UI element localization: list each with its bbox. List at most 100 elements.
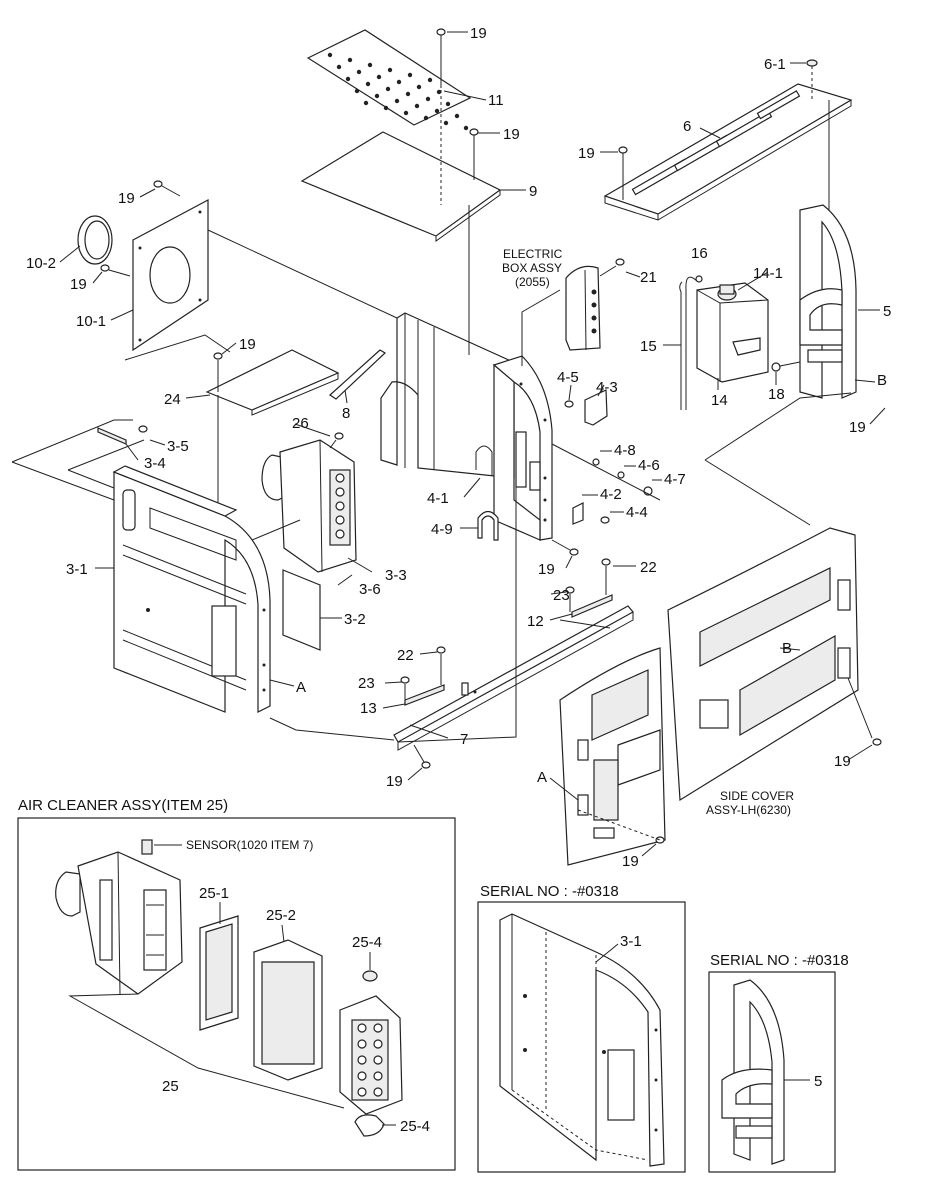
part-3-1-frame <box>112 465 271 713</box>
air-cleaner-box <box>17 817 456 1171</box>
part-24-plate <box>205 349 340 540</box>
callout-25-2: 25-2 <box>266 907 296 924</box>
callout-18: 18 <box>768 386 785 403</box>
callout-23-a: 23 <box>553 587 570 604</box>
callout-4-3: 4-3 <box>596 379 618 396</box>
part-4-2-4-4 <box>572 502 610 525</box>
callout-15: 15 <box>640 338 657 355</box>
part-6-channel <box>603 59 853 221</box>
callout-25-1: 25-1 <box>199 885 229 902</box>
callout-22-a: 22 <box>640 559 657 576</box>
perforation-hole <box>363 100 369 106</box>
callout-24: 24 <box>164 391 181 408</box>
callout-4-4: 4-4 <box>626 504 648 521</box>
callout-25-4-top: 25-4 <box>352 934 382 951</box>
callout-3-1: 3-1 <box>66 561 88 578</box>
part-25-2-filter <box>253 924 323 1081</box>
serial-frame-3-1 <box>499 913 665 1167</box>
air-cleaner-main <box>261 432 357 573</box>
perforation-hole <box>434 108 440 114</box>
bolt-19-rail <box>413 744 431 769</box>
part-12-bracket <box>565 558 613 618</box>
callout-B-upper: B <box>877 372 887 389</box>
callout-3-5: 3-5 <box>167 438 189 455</box>
air-cleaner-housing <box>55 839 183 995</box>
callout-23-b: 23 <box>358 675 375 692</box>
callout-4-2: 4-2 <box>600 486 622 503</box>
side-cover-right-door <box>655 527 882 844</box>
part-13-bracket <box>400 646 446 706</box>
callout-4-8: 4-8 <box>614 442 636 459</box>
perforation-hole <box>427 77 433 83</box>
part-14-tank <box>679 275 801 410</box>
callout-19-a: 19 <box>470 25 487 42</box>
callout-3-3: 3-3 <box>385 567 407 584</box>
callout-22-b: 22 <box>397 647 414 664</box>
electric-box-caption-1: ELECTRIC <box>503 247 563 261</box>
part-8-bar <box>329 349 386 400</box>
bolt-19-center <box>551 539 579 556</box>
callout-10-2: 10-2 <box>26 255 56 272</box>
callout-25: 25 <box>162 1078 179 1095</box>
callout-4-6: 4-6 <box>638 457 660 474</box>
electric-box <box>565 258 625 351</box>
callout-19-g: 19 <box>849 419 866 436</box>
part-4-9-u-clip <box>477 510 499 541</box>
perforation-hole <box>387 67 393 73</box>
perforation-hole <box>376 74 382 80</box>
callout-19-i: 19 <box>386 773 403 790</box>
perforation-hole <box>436 89 442 95</box>
perforation-hole <box>425 96 431 102</box>
callout-B-door: B <box>782 640 792 657</box>
perforation-hole <box>423 115 429 121</box>
perforation-hole <box>443 120 449 126</box>
perforation-hole <box>345 76 351 82</box>
perforation-hole <box>394 98 400 104</box>
callout-7: 7 <box>460 731 468 748</box>
part-11-perforated-plate <box>306 29 472 131</box>
part-25-outline <box>68 993 345 1109</box>
perforation-hole <box>407 72 413 78</box>
part-25-cover <box>339 952 403 1137</box>
side-cover-caption-2: ASSY-LH(6230) <box>706 803 791 817</box>
callout-5-serial: 5 <box>814 1073 822 1090</box>
part-3-2-plate <box>282 569 321 651</box>
callout-14-1: 14-1 <box>753 265 783 282</box>
callout-4-5: 4-5 <box>557 369 579 386</box>
callout-19-h: 19 <box>538 561 555 578</box>
callout-19-f: 19 <box>239 336 256 353</box>
callout-21: 21 <box>640 269 657 286</box>
perforation-hole <box>463 125 469 131</box>
callout-25-4-bottom: 25-4 <box>400 1118 430 1135</box>
callout-19-k: 19 <box>622 853 639 870</box>
callout-4-7: 4-7 <box>664 471 686 488</box>
callout-3-4: 3-4 <box>144 455 166 472</box>
callout-19-c: 19 <box>578 145 595 162</box>
part-4-1-center-panel <box>380 205 553 541</box>
electric-box-caption-2: BOX ASSY <box>502 261 562 275</box>
perforation-hole <box>367 62 373 68</box>
callouts-main <box>59 31 886 857</box>
bolts-19-left <box>100 180 181 277</box>
callout-3-6: 3-6 <box>359 581 381 598</box>
perforation-hole <box>336 64 342 70</box>
parts-4-8-4-6-4-7 <box>551 443 661 501</box>
serial-title-1: SERIAL NO : -#0318 <box>480 883 619 900</box>
callout-14: 14 <box>711 392 728 409</box>
callout-8: 8 <box>342 405 350 422</box>
part-25-1-filter <box>199 902 239 1031</box>
perforation-hole <box>454 113 460 119</box>
perforation-hole <box>374 93 380 99</box>
callout-19-j: 19 <box>834 753 851 770</box>
callout-6: 6 <box>683 118 691 135</box>
callout-6-1: 6-1 <box>764 56 786 73</box>
serial-bracket-5 <box>721 979 810 1165</box>
callout-19-d: 19 <box>118 190 135 207</box>
part-10-1-plate <box>132 199 209 352</box>
perforation-hole <box>385 86 391 92</box>
electric-box-caption-3: (2055) <box>515 275 550 289</box>
perforation-hole <box>354 88 360 94</box>
perforation-hole <box>405 91 411 97</box>
perforation-hole <box>414 103 420 109</box>
